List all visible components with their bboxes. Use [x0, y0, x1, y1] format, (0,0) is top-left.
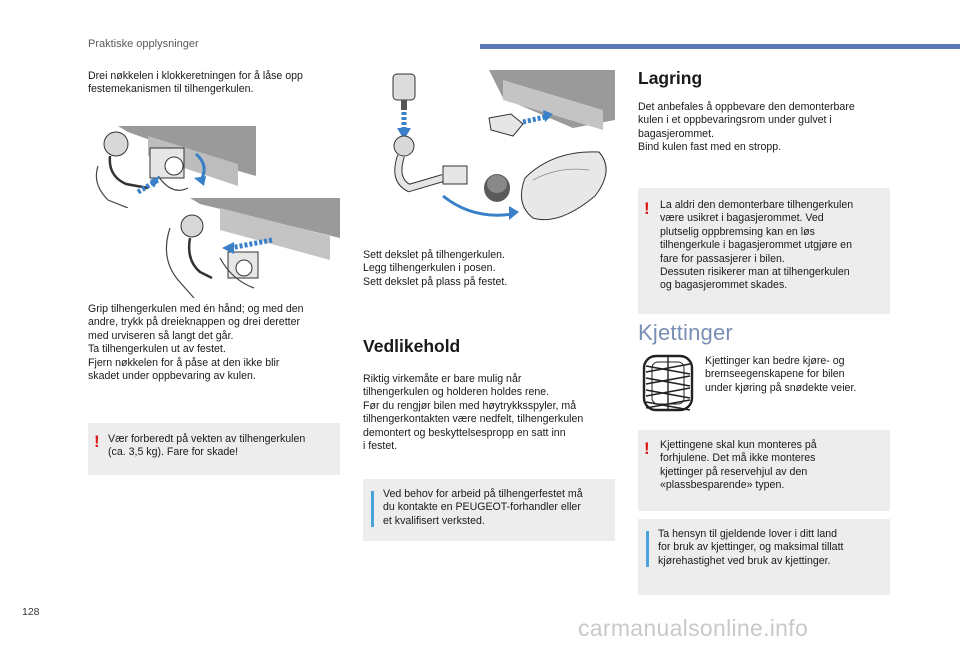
info-text-chains: Ta hensyn til gjeldende lover i ditt lan…	[658, 528, 844, 567]
watermark: carmanualsonline.info	[578, 615, 809, 641]
maintenance-text: Riktig virkemåte er bare mulig når tilhe…	[363, 373, 584, 453]
intro-text: Drei nøkkelen i klokkeretningen for å lå…	[88, 70, 303, 96]
info-box-service: Ved behov for arbeid på tilhengerfestet …	[363, 479, 615, 541]
warning-text-chains: Kjettingene skal kun monteres på forhjul…	[660, 439, 817, 492]
warning-icon: !	[94, 432, 100, 451]
header-accent-bar	[480, 44, 960, 49]
page-number: 128	[22, 606, 40, 618]
info-text-service: Ved behov for arbeid på tilhengerfestet …	[383, 488, 583, 527]
instructions-text: Grip tilhengerkulen med én hånd; og med …	[88, 303, 304, 383]
cover-caption: Sett dekslet på tilhengerkulen. Legg til…	[363, 249, 508, 288]
snow-chain-icon	[640, 352, 696, 414]
illustration-remove-ball	[160, 198, 340, 298]
info-box-chains: Ta hensyn til gjeldende lover i ditt lan…	[638, 519, 890, 595]
warning-box-chains: ! Kjettingene skal kun monteres på forhj…	[638, 430, 890, 511]
warning-text-weight: Vær forberedt på vekten av tilhengerkule…	[108, 433, 306, 459]
info-icon	[646, 531, 649, 567]
storage-title: Lagring	[638, 68, 703, 88]
warning-text-storage: La aldri den demonterbare tilhengerkulen…	[660, 199, 854, 292]
illustration-cover-bag	[363, 70, 615, 235]
section-label: Praktiske opplysninger	[88, 38, 199, 50]
warning-icon: !	[644, 199, 650, 218]
warning-box-weight: ! Vær forberedt på vekten av tilhengerku…	[88, 423, 340, 475]
warning-box-storage: ! La aldri den demonterbare tilhengerkul…	[638, 188, 890, 314]
chains-title: Kjettinger	[638, 320, 733, 345]
chains-text: Kjettinger kan bedre kjøre- og bremseege…	[705, 355, 857, 394]
illustration-unlock-key	[88, 126, 256, 208]
storage-text: Det anbefales å oppbevare den demonterba…	[638, 101, 855, 154]
maintenance-title: Vedlikehold	[363, 336, 461, 356]
warning-icon: !	[644, 439, 650, 458]
info-icon	[371, 491, 374, 527]
